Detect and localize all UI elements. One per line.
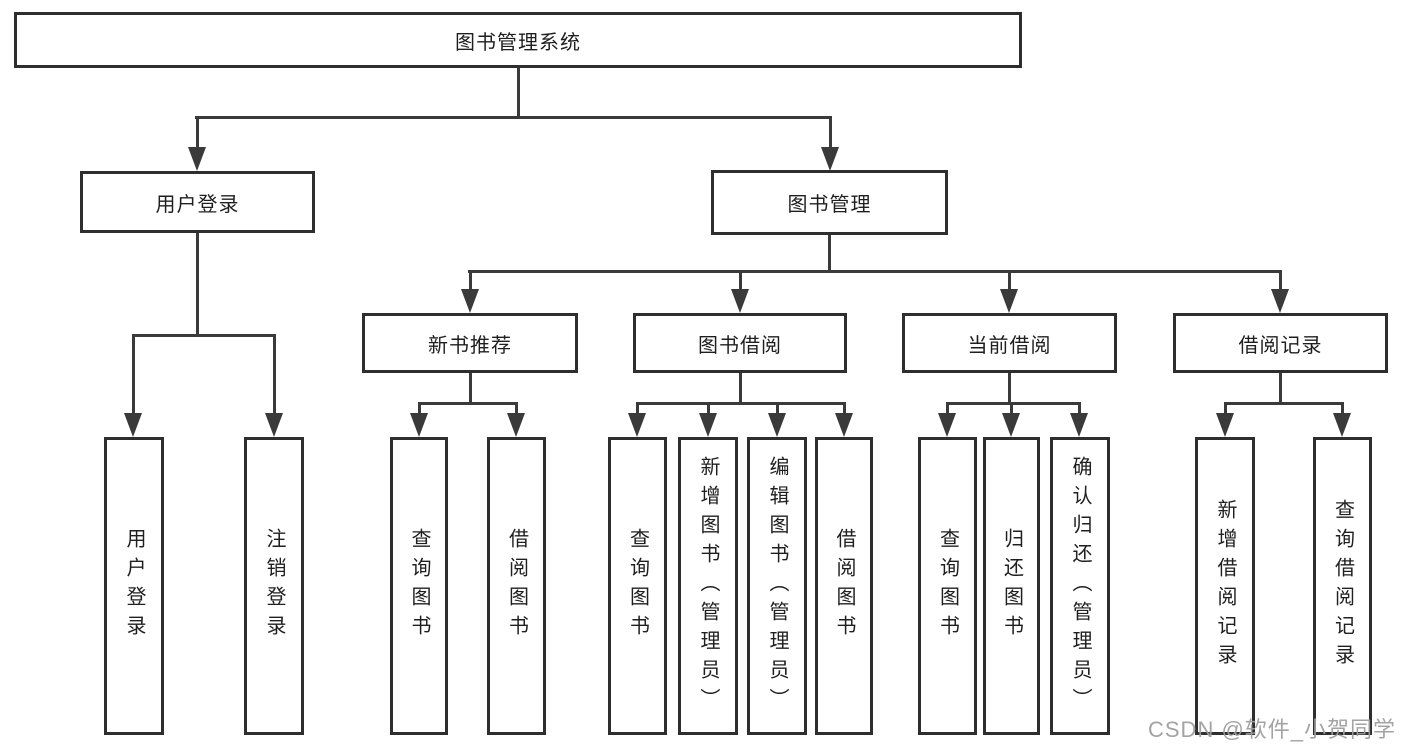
leaf-edit-books-admin: 编辑图书（管理员）: [747, 437, 807, 735]
node-label: 借阅图书: [505, 528, 528, 644]
connector-leaf: [1341, 402, 1344, 415]
node-new-book-recommend: 新书推荐: [362, 313, 578, 373]
connector-group-d-branch: [1224, 402, 1344, 405]
connector-leaf: [515, 402, 518, 415]
node-book-borrowing: 图书借阅: [633, 313, 847, 373]
connector-leaf: [418, 402, 421, 415]
connector-user-login-stub: [196, 233, 199, 336]
arrow-down-icon: [1000, 289, 1018, 313]
connector-book-mgmt-branch: [468, 270, 1282, 273]
connector-to-book-mgmt: [829, 116, 832, 148]
leaf-query-books-a: 查询图书: [390, 437, 448, 735]
connector-root-stub: [517, 68, 520, 118]
arrow-down-icon: [410, 413, 428, 437]
leaf-add-borrow-record: 新增借阅记录: [1195, 437, 1255, 735]
connector-group-d-stub: [1279, 373, 1282, 404]
arrow-down-icon: [124, 413, 142, 437]
connector-leaf: [776, 402, 779, 415]
arrow-down-icon: [628, 413, 646, 437]
connector-to-new-book-rec: [469, 270, 472, 291]
arrow-down-icon: [835, 413, 853, 437]
connector-to-current-borrow: [1008, 270, 1011, 291]
leaf-query-borrow-record: 查询借阅记录: [1313, 437, 1372, 735]
connector-user-login-branch: [132, 334, 276, 337]
node-label: 用户登录: [155, 193, 240, 216]
node-current-borrowing: 当前借阅: [902, 313, 1117, 373]
node-label: 新增借阅记录: [1214, 499, 1236, 673]
arrow-down-icon: [768, 413, 786, 437]
connector-to-borrow-record: [1279, 270, 1282, 291]
connector-leaf: [843, 402, 846, 415]
watermark: CSDN @软件_小贺同学: [1148, 717, 1397, 742]
connector-leaf: [707, 402, 710, 415]
node-label: 用户登录: [123, 528, 145, 644]
connector-group-c-stub: [1008, 373, 1011, 404]
connector-to-logout-leaf: [273, 334, 276, 415]
connector-group-a-branch: [418, 402, 518, 405]
arrow-down-icon: [1002, 413, 1020, 437]
node-book-management: 图书管理: [711, 170, 948, 235]
node-label: 新书推荐: [428, 334, 512, 357]
arrow-down-icon: [507, 413, 525, 437]
connector-to-book-borrow: [739, 270, 742, 291]
node-label: 新增图书（管理员）: [697, 455, 719, 717]
arrow-down-icon: [821, 147, 839, 171]
node-label: 编辑图书（管理员）: [766, 455, 788, 717]
node-label: 查询图书: [626, 528, 649, 644]
connector-group-b-stub: [739, 373, 742, 404]
arrow-down-icon: [461, 289, 479, 313]
node-label: 图书借阅: [698, 334, 782, 357]
connector-root-branch: [195, 116, 832, 119]
node-borrowing-records: 借阅记录: [1173, 313, 1388, 373]
node-label: 图书管理: [787, 194, 872, 216]
arrow-down-icon: [699, 413, 717, 437]
leaf-add-books-admin: 新增图书（管理员）: [678, 437, 738, 735]
arrow-down-icon: [1271, 289, 1289, 313]
connector-leaf: [636, 402, 639, 415]
connector-to-login-leaf: [132, 334, 135, 415]
node-label: 借阅图书: [833, 528, 855, 644]
arrow-down-icon: [731, 289, 749, 313]
connector-leaf: [1078, 402, 1081, 415]
leaf-query-books-c: 查询图书: [918, 437, 977, 735]
leaf-return-books: 归还图书: [983, 437, 1040, 735]
arrow-down-icon: [1333, 413, 1351, 437]
leaf-user-login: 用户登录: [104, 437, 164, 735]
leaf-confirm-return-admin: 确认归还（管理员）: [1050, 437, 1110, 735]
connector-leaf: [1010, 402, 1013, 415]
arrow-down-icon: [1070, 413, 1088, 437]
connector-leaf: [1224, 402, 1227, 415]
arrow-down-icon: [188, 147, 206, 171]
leaf-logout: 注销登录: [244, 437, 304, 735]
node-label: 归还图书: [1000, 528, 1023, 644]
node-label: 借阅记录: [1238, 334, 1323, 357]
arrow-down-icon: [265, 413, 283, 437]
arrow-down-icon: [1216, 413, 1234, 437]
arrow-down-icon: [938, 413, 956, 437]
connector-group-b-branch: [636, 402, 845, 405]
connector-group-a-stub: [469, 373, 472, 404]
node-label: 图书管理系统: [455, 31, 581, 54]
connector-to-user-login: [196, 116, 199, 148]
connector-group-c-branch: [946, 402, 1081, 405]
connector-book-mgmt-stub: [828, 235, 831, 272]
node-label: 确认归还（管理员）: [1069, 455, 1091, 717]
node-user-login: 用户登录: [80, 171, 315, 233]
node-label: 查询图书: [408, 528, 430, 644]
node-label: 查询借阅记录: [1331, 499, 1354, 673]
connector-leaf: [946, 402, 949, 415]
leaf-query-books-b: 查询图书: [608, 437, 667, 735]
node-label: 查询图书: [936, 528, 959, 644]
leaf-borrow-books-a: 借阅图书: [487, 437, 546, 735]
leaf-borrow-books-b: 借阅图书: [815, 437, 873, 735]
node-library-management-system: 图书管理系统: [14, 12, 1022, 68]
node-label: 当前借阅: [967, 334, 1052, 357]
node-label: 注销登录: [263, 528, 285, 644]
